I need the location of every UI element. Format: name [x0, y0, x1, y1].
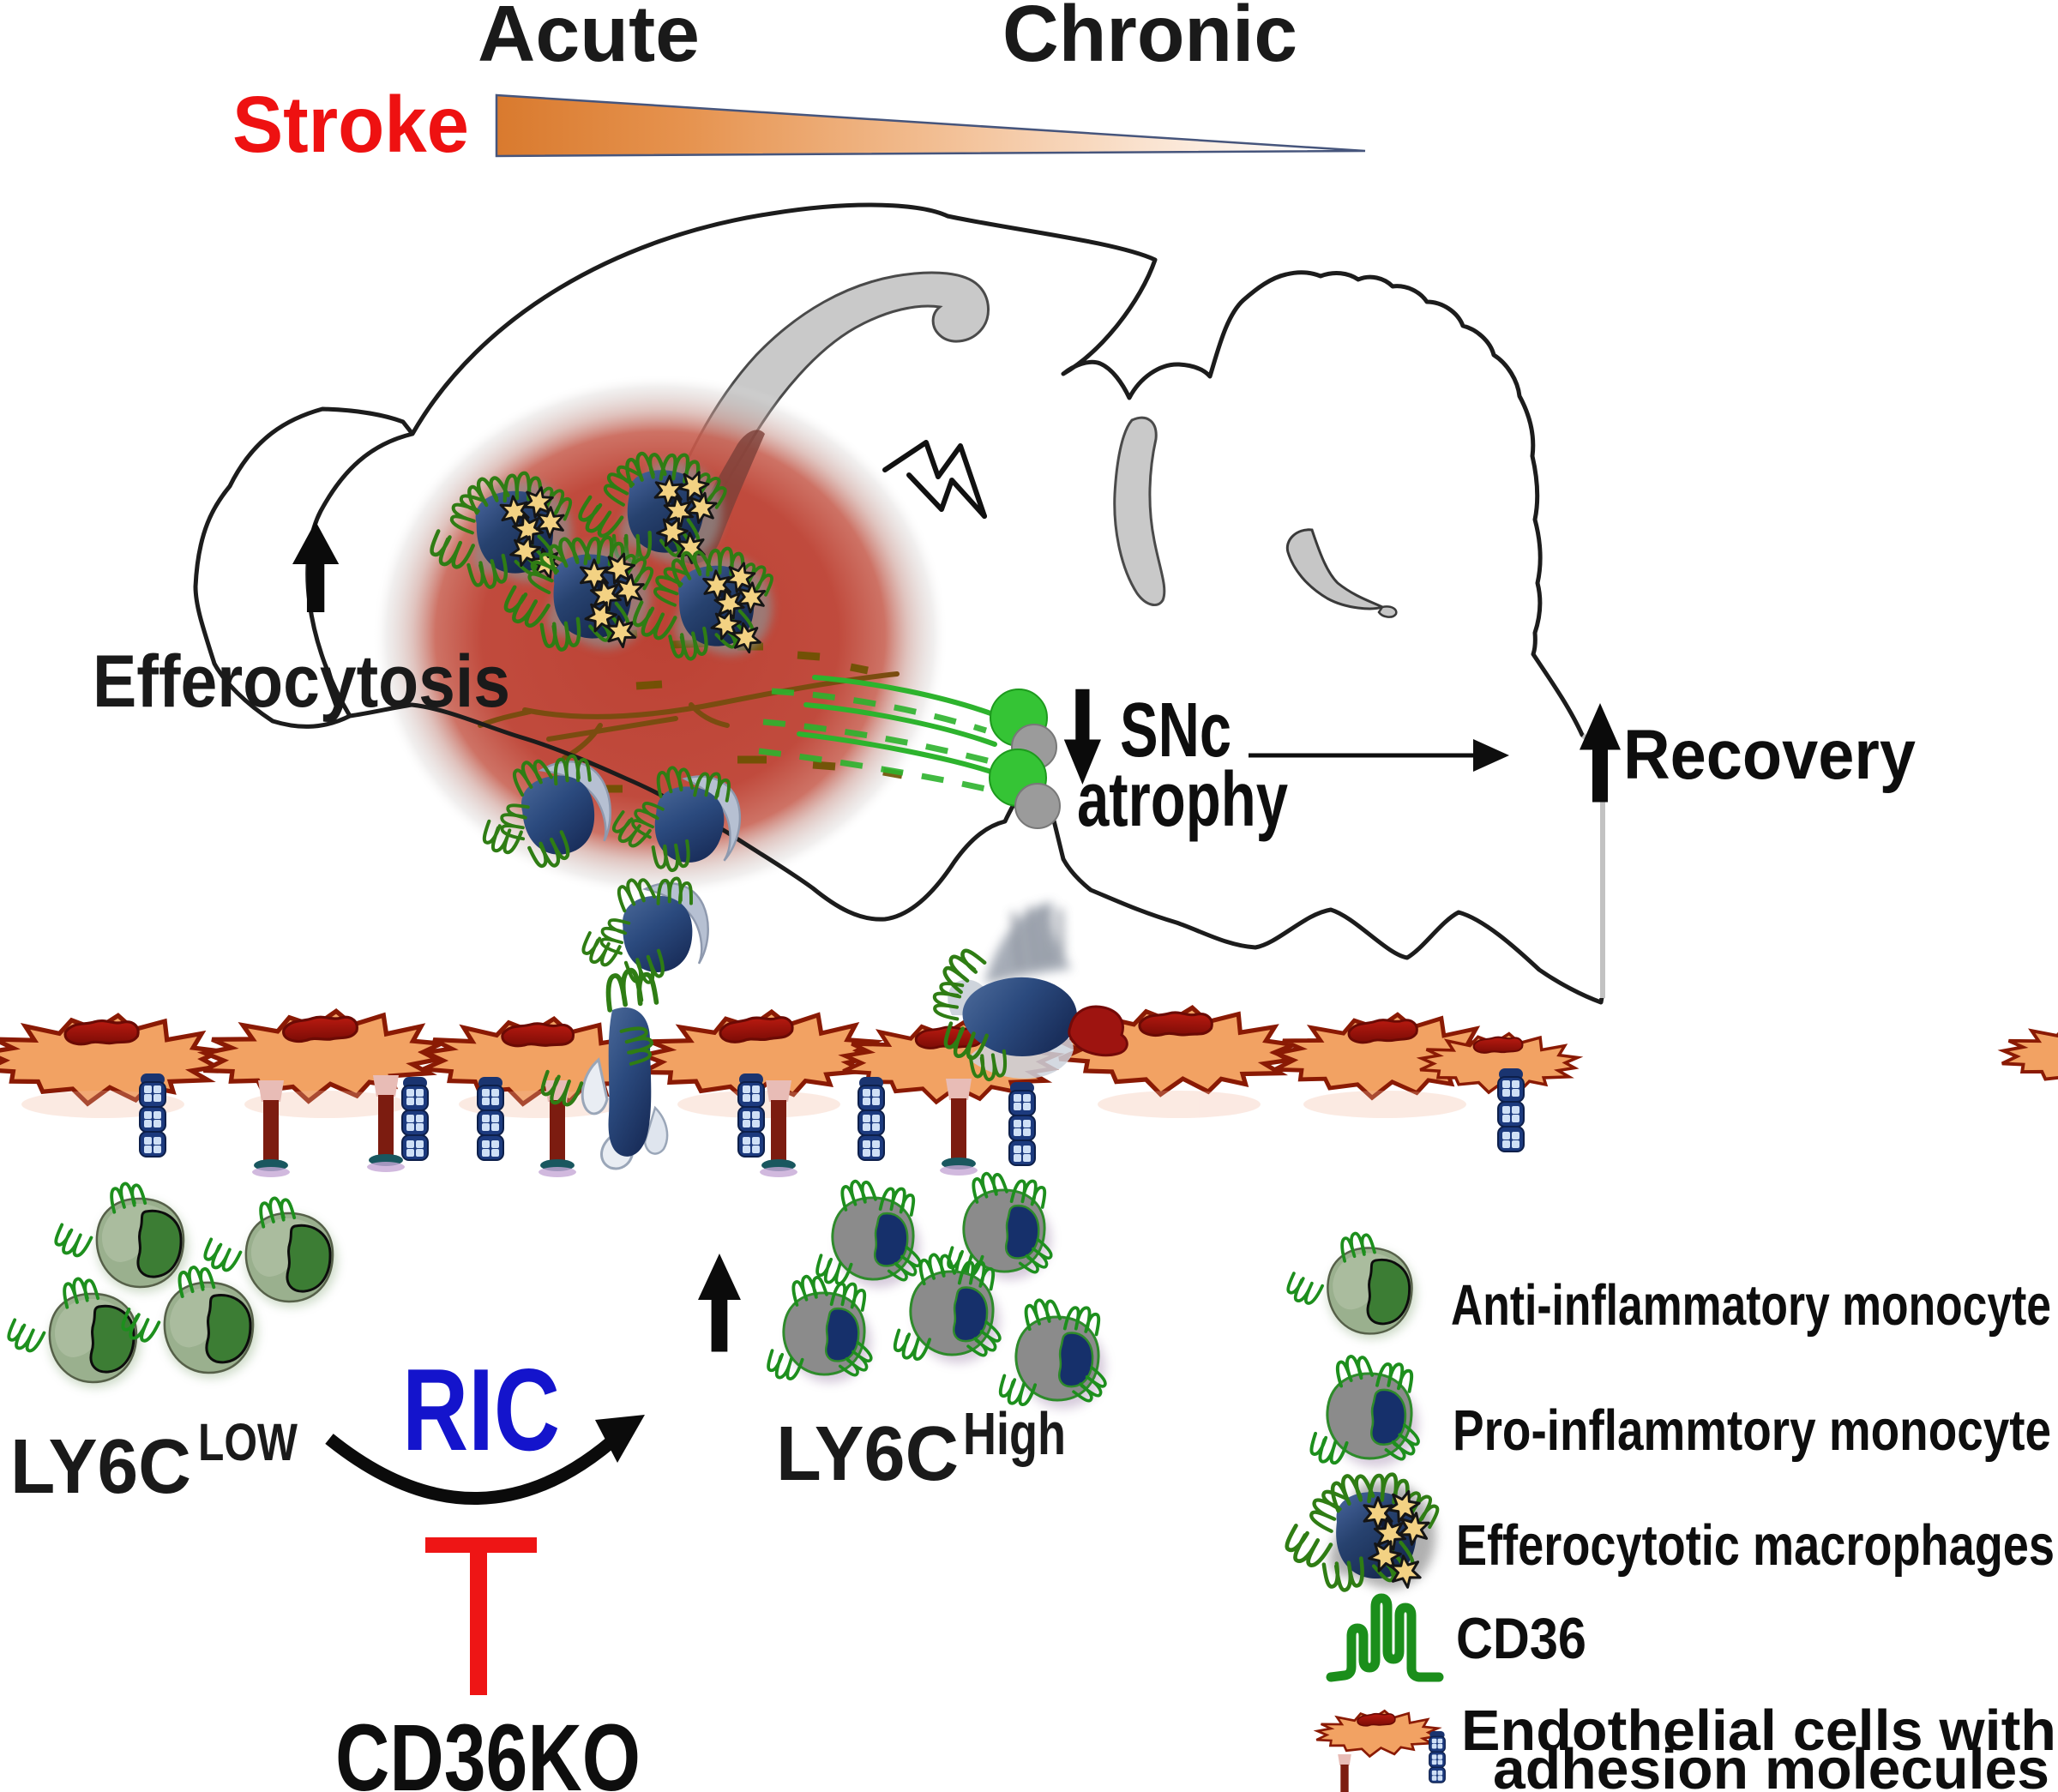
svg-text:LOW: LOW: [198, 1413, 298, 1471]
svg-text:LY6C: LY6C: [10, 1424, 191, 1510]
svg-text:Chronic: Chronic: [1002, 0, 1297, 78]
svg-text:Efferocytotic macrophages: Efferocytotic macrophages: [1456, 1513, 2055, 1578]
svg-text:RIC: RIC: [402, 1344, 560, 1475]
svg-text:High: High: [963, 1400, 1066, 1467]
svg-text:adhesion molecules: adhesion molecules: [1493, 1737, 2049, 1792]
svg-text:SNc: SNc: [1120, 688, 1231, 773]
svg-text:atrophy: atrophy: [1077, 757, 1288, 843]
svg-text:Pro-inflammtory monocyte: Pro-inflammtory monocyte: [1453, 1398, 2051, 1463]
svg-text:Efferocytosis: Efferocytosis: [93, 640, 510, 723]
svg-text:CD36: CD36: [1456, 1606, 1586, 1671]
svg-text:CD36KO: CD36KO: [335, 1705, 641, 1792]
svg-text:LY6C: LY6C: [776, 1411, 959, 1497]
svg-text:Stroke: Stroke: [232, 80, 469, 169]
svg-text:Acute: Acute: [478, 0, 700, 78]
svg-text:Recovery: Recovery: [1623, 716, 1916, 794]
svg-text:Anti-inflammatory monocyte: Anti-inflammatory monocyte: [1451, 1273, 2051, 1338]
svg-text:Endothelial cells with: Endothelial cells with: [1461, 1699, 2056, 1763]
